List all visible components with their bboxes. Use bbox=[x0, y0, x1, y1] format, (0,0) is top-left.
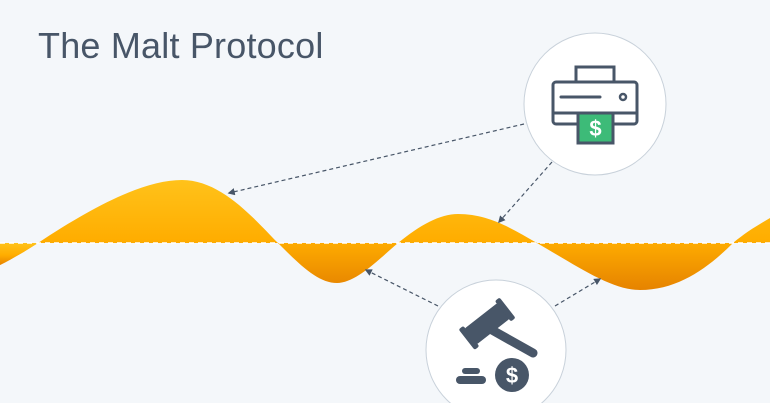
auction-node: $ bbox=[425, 279, 567, 403]
arrow-auction-to-first-trough bbox=[364, 269, 439, 307]
bill-dollar-sign: $ bbox=[589, 116, 601, 141]
gavel-icon bbox=[456, 298, 538, 384]
coin-dollar-sign: $ bbox=[506, 363, 518, 388]
price-wave bbox=[0, 180, 770, 290]
page-title: The Malt Protocol bbox=[38, 25, 324, 66]
arrow-printer-to-second-peak bbox=[498, 161, 553, 224]
price-wave-lower bbox=[0, 243, 38, 265]
dollar-coin-icon: $ bbox=[495, 358, 529, 392]
arrow-auction-to-second-trough bbox=[554, 278, 602, 307]
printer-node: $ bbox=[523, 32, 667, 176]
dollar-bill-icon: $ bbox=[576, 111, 615, 145]
arrow-printer-to-first-peak bbox=[227, 123, 525, 196]
